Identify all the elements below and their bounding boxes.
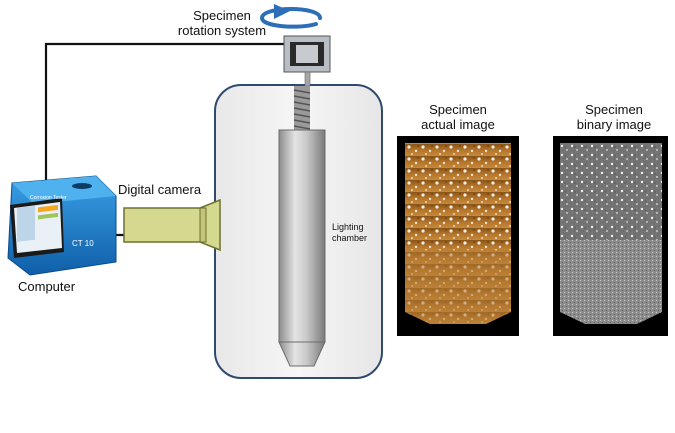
wire-computer-to-motor	[44, 42, 286, 180]
rotation-label-line1: Specimen	[193, 8, 251, 23]
computer-icon: CT 10 Corrosion Tester	[7, 175, 117, 276]
rotation-arrow-icon	[259, 4, 322, 29]
specimen-thread	[293, 86, 311, 130]
specimen-binary-image	[553, 136, 668, 336]
specimen-actual-image	[397, 136, 519, 336]
lighting-chamber-label: Lighting chamber	[332, 222, 382, 245]
rotation-label-line2: rotation system	[177, 22, 267, 38]
binary-label-line1: Specimen	[585, 102, 643, 117]
camera-icon	[123, 198, 221, 252]
lighting-label-line1: Lighting	[332, 222, 364, 232]
binary-image-label: Specimen binary image	[553, 102, 675, 133]
computer-label: Computer	[18, 279, 76, 294]
specimen-rod	[278, 129, 326, 367]
device-screen-header: Corrosion Tester	[30, 195, 67, 201]
actual-image-label: Specimen actual image	[397, 102, 519, 133]
rotation-system-label: Specimen rotation system	[162, 8, 282, 39]
actual-label-line2: actual image	[421, 116, 495, 132]
camera-label: Digital camera	[118, 182, 202, 197]
lighting-label-line2: chamber	[332, 233, 368, 244]
actual-label-line1: Specimen	[429, 102, 487, 117]
motor-icon	[283, 35, 331, 87]
binary-label-line2: binary image	[576, 116, 652, 132]
device-model-label: CT 10	[72, 239, 94, 248]
